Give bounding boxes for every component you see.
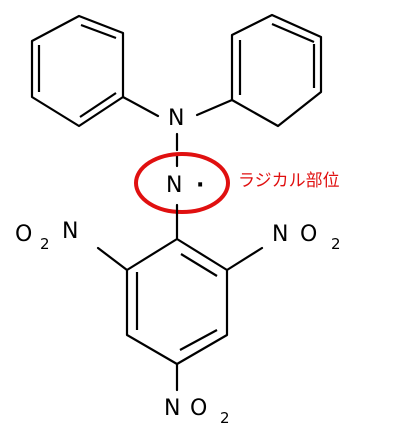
nitro-left-oxygen: O [15,222,32,247]
nitro-bonds [96,246,264,392]
nitro-bottom-oxygen: O [190,396,207,421]
nitro-right-subscript: 2 [331,235,341,253]
nitro-bottom-subscript: 2 [220,409,230,427]
nitro-bottom-nitrogen: N [164,396,180,421]
radical-site-highlight [134,152,230,214]
amine-nitrogen-label: N [168,106,184,131]
left-phenyl-ring [30,14,125,128]
radical-site-annotation: ラジカル部位 [238,171,340,191]
right-phenyl-ring [230,13,323,128]
nitro-left-subscript: 2 [40,235,50,253]
picryl-ring [125,237,229,366]
radical-dot: · [196,173,204,198]
nitro-right-nitrogen: N [272,222,288,247]
nitro-left-nitrogen: N [62,219,78,244]
amine-bonds [121,95,234,118]
nitro-right-oxygen: O [300,222,317,247]
radical-nitrogen-label: N [166,173,182,198]
